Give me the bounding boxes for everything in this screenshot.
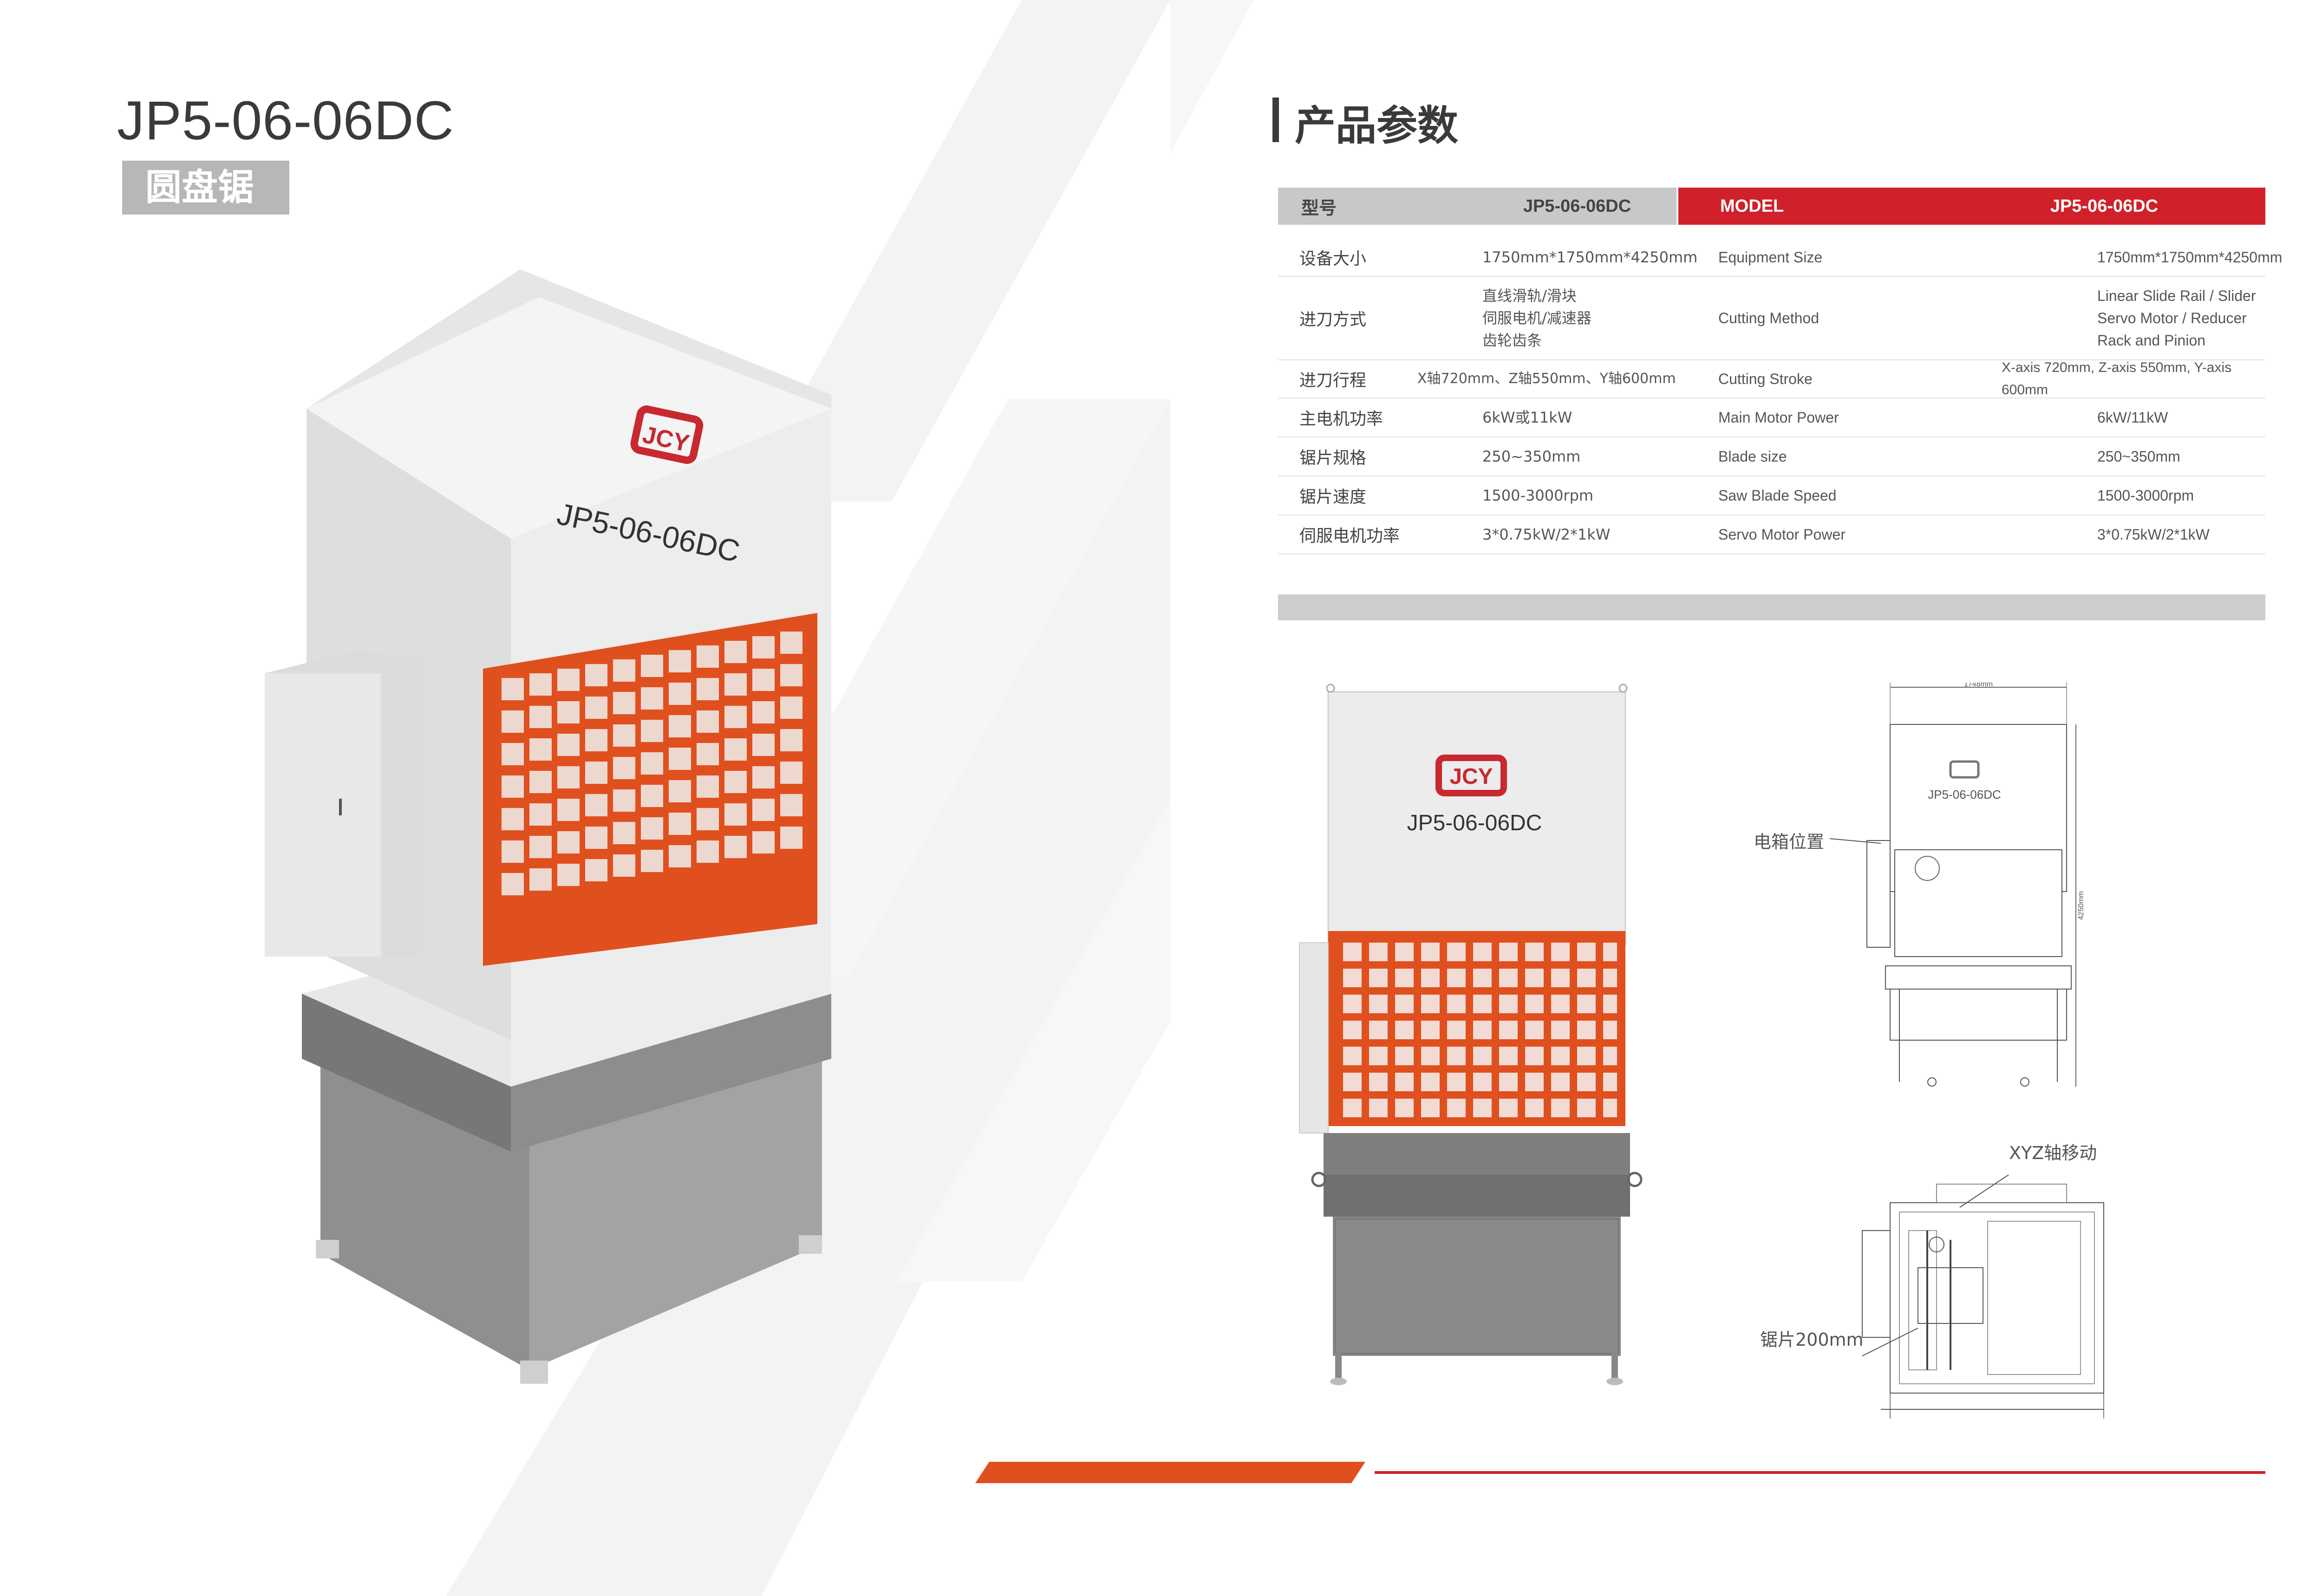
row-zh-value: 1500-3000rpm (1482, 487, 1594, 504)
table-row: 进刀方式 直线滑轨/滑块 伺服电机/减速器 齿轮齿条 Cutting Metho… (1278, 277, 2265, 360)
row-zh-value-line: 齿轮齿条 (1482, 332, 1542, 349)
row-en-value: X-axis 720mm, Z-axis 550mm, Y-axis 600mm (2002, 360, 2232, 397)
row-zh-value: 直线滑轨/滑块 伺服电机/减速器 齿轮齿条 (1417, 285, 1676, 352)
row-zh-label: 设备大小 (1299, 249, 1367, 268)
header-zh-value: JP5-06-06DC (1523, 196, 1631, 216)
section-title: 产品参数 (1295, 102, 1459, 150)
technical-drawing-top-view (1862, 1175, 2104, 1419)
drawing-machine-label: JP5-06-06DC (1928, 788, 2001, 801)
spec-table: 型号 JP5-06-06DC MODEL JP5-06-06DC 设备大小 17… (1278, 188, 2283, 554)
row-zh-value-line: 直线滑轨/滑块 (1482, 287, 1577, 305)
table-row: 进刀行程 X轴720mm、Z轴550mm、Y轴600mm Cutting Str… (1278, 360, 2265, 398)
front-logo-text: JCY (1449, 764, 1493, 789)
header-en-label: MODEL (1720, 196, 1784, 216)
row-en-value: 1750mm*1750mm*4250mm (2097, 249, 2283, 266)
callout-blade-size: 锯片200mm (1760, 1329, 1864, 1350)
callout-line-box (1830, 838, 1881, 844)
header-en-value: JP5-06-06DC (2050, 196, 2159, 216)
row-en-value: 1500-3000rpm (2097, 487, 2194, 504)
row-en-value-line: Linear Slide Rail / Slider (2097, 287, 2256, 304)
row-en-value: 3*0.75kW/2*1kW (2097, 526, 2210, 543)
dim-width-label: 1748mm (1964, 683, 1993, 688)
row-en-value: Linear Slide Rail / Slider Servo Motor /… (1941, 285, 2263, 352)
front-machine-label: JP5-06-06DC (1407, 811, 1542, 835)
section-title-bar (1272, 98, 1279, 142)
row-zh-value: 1750mm*1750mm*4250mm (1482, 248, 1698, 266)
table-row: 伺服电机功率 3*0.75kW/2*1kW Servo Motor Power … (1278, 515, 2265, 554)
callout-xyz-axis: XYZ轴移动 (2009, 1143, 2097, 1163)
row-zh-label: 伺服电机功率 (1299, 527, 1400, 546)
row-zh-label: 锯片规格 (1299, 449, 1367, 468)
row-en-label: Main Motor Power (1718, 409, 1839, 426)
header-zh-label: 型号 (1301, 198, 1337, 218)
main-machine-image: JCY JP5-06-06DC (265, 269, 831, 1384)
row-zh-label: 锯片速度 (1299, 488, 1367, 507)
row-en-label: Cutting Method (1718, 309, 1820, 326)
table-row: 锯片规格 250~350mm Blade size 250~350mm (1278, 437, 2265, 476)
bottom-orange-band (975, 1462, 1365, 1483)
table-bottom-strip (1278, 594, 2265, 620)
row-en-label: Servo Motor Power (1718, 526, 1846, 543)
row-zh-value: 250~350mm (1482, 448, 1581, 465)
row-zh-value: 3*0.75kW/2*1kW (1482, 526, 1611, 543)
row-en-value-line: Rack and Pinion (2097, 332, 2206, 349)
row-zh-label: 进刀行程 (1299, 371, 1367, 390)
spec-table-header: 型号 JP5-06-06DC MODEL JP5-06-06DC (1278, 188, 2265, 225)
bottom-red-line (1375, 1471, 2265, 1474)
machine-type-tag: 圆盘锯 (122, 161, 289, 215)
row-en-label: Saw Blade Speed (1718, 487, 1837, 504)
row-en-value-line: Servo Motor / Reducer (2097, 310, 2247, 326)
front-view-image: JCY JP5-06-06DC (1299, 684, 1643, 1385)
table-row: 主电机功率 6kW或11kW Main Motor Power 6kW/11kW (1278, 398, 2265, 437)
row-zh-value-line: 伺服电机/减速器 (1482, 309, 1591, 327)
row-en-value: 250~350mm (2097, 448, 2180, 465)
row-zh-label: 主电机功率 (1299, 410, 1383, 429)
table-row: 设备大小 1750mm*1750mm*4250mm Equipment Size… (1278, 225, 2283, 277)
model-title: JP5-06-06DC (117, 90, 454, 151)
row-en-label: Blade size (1718, 448, 1787, 465)
row-zh-value: X轴720mm、Z轴550mm、Y轴600mm (1417, 371, 1676, 387)
row-zh-label: 进刀方式 (1299, 310, 1367, 329)
row-zh-value: 6kW或11kW (1482, 409, 1572, 426)
callout-electrical-box: 电箱位置 (1754, 832, 1825, 852)
row-en-value: 6kW/11kW (2097, 409, 2168, 426)
technical-drawing-elevation: 1748mm JP5-06-06DC 4250mm (1866, 683, 2085, 1087)
row-en-label: Equipment Size (1718, 248, 1823, 266)
row-en-label: Cutting Stroke (1718, 370, 1813, 387)
table-row: 锯片速度 1500-3000rpm Saw Blade Speed 1500-3… (1278, 476, 2265, 515)
dim-height-label: 4250mm (2077, 891, 2085, 920)
